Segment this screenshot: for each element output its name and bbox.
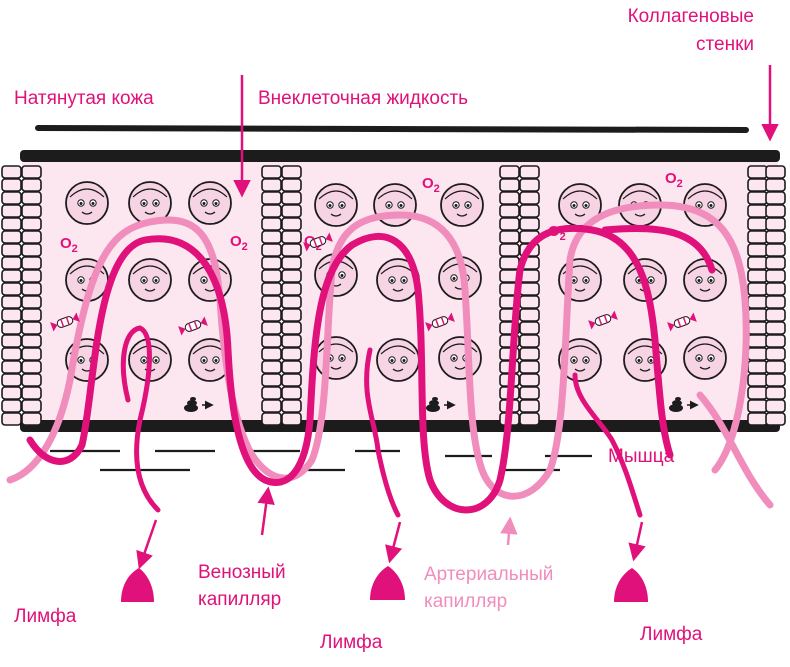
taut-skin-line: [35, 125, 749, 133]
smiling-cell-icon: [558, 183, 602, 227]
waste-icon: [669, 397, 699, 412]
arterial-capillary-tail: [696, 391, 774, 509]
smiling-cell-icon: [376, 338, 420, 382]
collagen-walls-label-line1: Коллагеновые: [628, 6, 754, 27]
smiling-cell-icon: [683, 183, 727, 227]
lymph-vessel-right: [572, 372, 643, 518]
smiling-cell-icon: [376, 258, 420, 302]
oxygen-label: O2: [665, 170, 683, 190]
smiling-cell-icon: [188, 181, 232, 225]
arterial-capillary-arrow: [500, 516, 518, 546]
oxygen-label: O2: [230, 233, 248, 253]
arterial-capillary-label-line2: капилляр: [424, 591, 507, 612]
collagen-wall: [261, 165, 302, 426]
lymph-label-left: Лимфа: [14, 606, 77, 627]
oxygen-label: O2: [548, 223, 566, 243]
oxygen-label: O2: [422, 175, 440, 195]
venous-capillary: [26, 224, 674, 514]
candy-icon: [178, 316, 208, 336]
smiling-cell-icon: [314, 336, 358, 380]
candy-icon: [667, 312, 697, 332]
oxygen-label: O2: [60, 235, 78, 255]
smiling-cell-icon: [683, 336, 727, 380]
candy-icon: [50, 312, 80, 332]
top-membrane: [20, 150, 780, 162]
taut-skin-label: Натянутая кожа: [14, 88, 154, 109]
lymph-vessel-middle: [364, 347, 401, 518]
smiling-cell-icon: [683, 258, 727, 302]
smiling-cell-icon: [438, 336, 482, 380]
smiling-cell-icon: [440, 183, 484, 227]
extracellular-fluid-label: Внеклеточная жидкость: [258, 88, 468, 109]
lymph-outlet-icon: [614, 521, 648, 602]
venous-capillary-end: [601, 224, 716, 274]
cells: [65, 181, 727, 382]
candy-icon: [588, 310, 618, 330]
collagen-wall: [747, 165, 786, 426]
arterial-capillary: [6, 201, 750, 500]
venous-capillary-label-line1: Венозный: [198, 562, 286, 583]
venous-capillary-arrow: [257, 486, 275, 536]
lymph-outlet-icon: [121, 519, 158, 602]
collagen-wall: [1, 165, 42, 426]
venous-capillary-label-line2: капилляр: [198, 589, 281, 610]
candy-icon: [425, 312, 455, 332]
lymph-outlet-icon: [370, 521, 405, 600]
smiling-cell-icon: [65, 181, 109, 225]
bottom-membrane: [20, 420, 780, 432]
waste-icon: [426, 397, 456, 412]
muscle-label: Мышца: [608, 446, 675, 467]
waste-icon: [184, 397, 214, 412]
lymph-label-right: Лимфа: [640, 624, 703, 645]
lymph-vessel-left: [120, 325, 161, 513]
collagen-walls-label-line2: стенки: [696, 34, 754, 55]
candy-icon: [303, 232, 333, 252]
smiling-cell-icon: [128, 258, 172, 302]
lymph-label-middle: Лимфа: [320, 632, 383, 653]
arterial-capillary-label-line1: Артериальный: [424, 564, 553, 585]
nutrients: [50, 232, 697, 336]
smiling-cell-icon: [314, 183, 358, 227]
muscle-dashes: [50, 449, 592, 472]
